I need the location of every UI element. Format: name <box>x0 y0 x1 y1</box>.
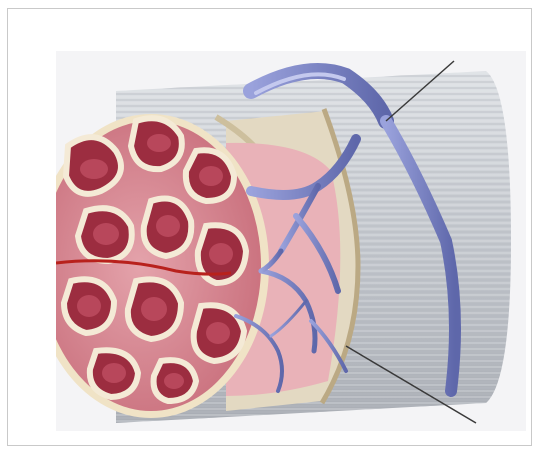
image-frame <box>7 8 532 446</box>
nerve-cross-section-svg <box>56 51 526 431</box>
nerve-illustration <box>56 51 526 431</box>
